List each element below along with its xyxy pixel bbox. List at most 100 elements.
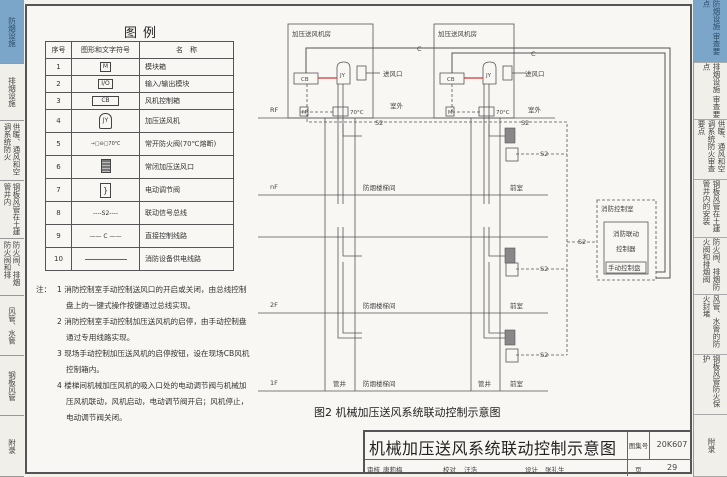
duct-left	[337, 84, 362, 339]
legend-title: 图例	[124, 26, 163, 41]
control-line-c1	[305, 47, 671, 279]
floor-label-rf: RF	[270, 106, 279, 114]
left-tab-duct-pipe[interactable]: 风管、水管	[0, 296, 24, 356]
motorized-damper-2	[502, 65, 513, 81]
machine-room-label: 加压送风机房	[438, 29, 477, 38]
io-module-1f	[505, 348, 519, 363]
stair-label: 防烟楼梯间	[363, 301, 396, 310]
fire-linkage-controller	[603, 221, 649, 275]
cb-label: CB	[301, 77, 309, 83]
checker-name: 汪浩	[464, 466, 477, 474]
shaft-label: 管井	[478, 379, 492, 388]
check-label: 校对	[443, 466, 456, 474]
atlas-label: 图集号	[628, 442, 649, 450]
left-chapter-tabs: 防烟设施 排烟设施 供暖、通风和空调系统防火 钢板风管在土建管井内 防火阀、排烟…	[0, 0, 24, 477]
control-room-label: 消防控制室	[601, 204, 634, 213]
m-label: M	[448, 110, 452, 116]
right-tab-fire-damper[interactable]: 防火阀、排烟防火阀和排烟阀	[694, 238, 727, 295]
figure-caption: 图2 机械加压送风系统联动控制示意图	[314, 406, 501, 419]
left-tab-smoke-prevention[interactable]: 防烟设施	[0, 0, 24, 64]
s2-label: S2	[540, 265, 548, 273]
c-label: C	[531, 50, 536, 58]
cb-label: CB	[447, 77, 455, 83]
stair-label: 防烟楼梯间	[363, 379, 396, 388]
reviewer-name: 唐莉梅	[383, 466, 403, 474]
right-tab-smoke-exhaust[interactable]: 排烟设施 审查要点	[694, 63, 727, 120]
legend-no: 6	[45, 155, 72, 179]
stair-label: 防烟楼梯间	[363, 183, 396, 192]
lobby-label: 前室	[510, 183, 524, 192]
note-item: 3 现场手动控制加压送风机的启停按钮，设在现场CB风机控制箱内。	[57, 349, 250, 374]
note-item: 4 楼梯间机械加压风机的吸入口处的电动调节阀与机械加压风机联动，风机启动，电动调…	[57, 381, 249, 422]
air-outlet-nf	[504, 247, 516, 264]
drawing-title: 机械加压送风系统联动控制示意图	[369, 439, 617, 458]
m-box-2	[445, 106, 455, 117]
notes-lead: 注：	[36, 285, 52, 294]
jy-label: JY	[485, 73, 492, 79]
temp-label: 70°C	[496, 110, 510, 116]
duct-right-rf-branch	[488, 124, 505, 137]
motorized-damper-1	[356, 65, 367, 81]
left-tab-duct-shaft[interactable]: 钢板风管在土建管井内	[0, 181, 24, 239]
floor-label-nf: nF	[270, 183, 278, 191]
left-tab-hvac[interactable]: 供暖、通风和空调系统防火	[0, 121, 24, 181]
right-tab-smoke-prevention[interactable]: 防烟设施 审查要点	[694, 0, 727, 63]
right-tab-firestop[interactable]: 风管、水管的防火封堵	[694, 295, 727, 355]
jy-label: JY	[339, 73, 346, 79]
legend-name: 常开防火阀(70℃熔断)	[139, 132, 234, 156]
shaft-label: 管井	[333, 379, 347, 388]
inlet-label: 进风口	[525, 70, 545, 78]
lobby-label: 前室	[510, 301, 524, 310]
legend-row: 9—— C ——直接控制线路	[45, 224, 234, 248]
air-outlet-2f	[504, 329, 516, 346]
signature-row: 审核 唐莉梅 校对 汪浩 设计 张礼生 页 29	[365, 459, 692, 476]
m-box-1	[299, 106, 309, 117]
outdoor-label: 室外	[528, 105, 542, 114]
s2-label: S2	[540, 351, 548, 359]
s2-label: S2	[540, 150, 548, 158]
s2-label: S2	[521, 119, 529, 127]
fire-damper-2	[478, 106, 495, 117]
fan-jy-2	[482, 61, 497, 85]
left-tab-fire-damper[interactable]: 防火阀、排烟防火阀和排	[0, 239, 24, 296]
s2-label: S2	[375, 119, 383, 127]
left-tab-steel-duct[interactable]: 钢板风管	[0, 356, 24, 416]
page-label: 页	[635, 466, 642, 474]
legend-row: 7}电动调节阀	[45, 178, 234, 202]
notes: 注： 1 消防控制室手动控制送风口的开启或关闭，由总线控制盘上的一键式操作按键通…	[36, 282, 252, 426]
power-line-symbol	[84, 258, 127, 260]
legend-name: 直接控制线路	[139, 224, 234, 248]
motorized-damper-icon: }	[99, 182, 112, 198]
manual-control-panel	[605, 261, 647, 274]
fire-damper-1	[332, 106, 349, 117]
controller-label: 消防联动	[613, 229, 640, 238]
fire-damper-symbol-icon: →□⊖□	[90, 141, 109, 147]
signal-bus-s2	[300, 84, 597, 356]
fire-damper-temp: 70℃	[108, 141, 121, 147]
fan-control-box-symbol: CB	[92, 96, 119, 106]
s2-label: S2	[578, 238, 586, 246]
right-tab-duct-shaft[interactable]: 钢板风管在土建管井内的安装	[694, 180, 727, 238]
atlas-number: 20K607	[656, 440, 688, 449]
left-tab-smoke-exhaust[interactable]: 排烟设施	[0, 64, 24, 121]
temp-label: 70°C	[350, 110, 364, 116]
closed-air-outlet-icon	[100, 159, 111, 173]
duct-right	[483, 84, 505, 339]
right-tab-hvac[interactable]: 供暖、通风和空调系统防火审查要点	[694, 120, 727, 180]
lobby-label: 前室	[510, 379, 524, 388]
right-tab-duct-protection[interactable]: 钢板风管防火保护	[694, 355, 727, 415]
duct-left-rf-branch	[342, 124, 362, 137]
manual-panel-label: 手动控制盘	[608, 263, 641, 272]
page-number: 29	[667, 463, 678, 472]
fire-control-room	[596, 199, 657, 281]
machine-room-1	[287, 23, 374, 119]
controller-label: 控制器	[616, 244, 636, 253]
io-module-2f	[505, 262, 519, 277]
title-block: 机械加压送风系统联动控制示意图 图集号 20K607 审核 唐莉梅 校对 汪浩 …	[363, 430, 692, 476]
c-label: C	[417, 45, 422, 53]
design-label: 设计	[525, 466, 538, 474]
